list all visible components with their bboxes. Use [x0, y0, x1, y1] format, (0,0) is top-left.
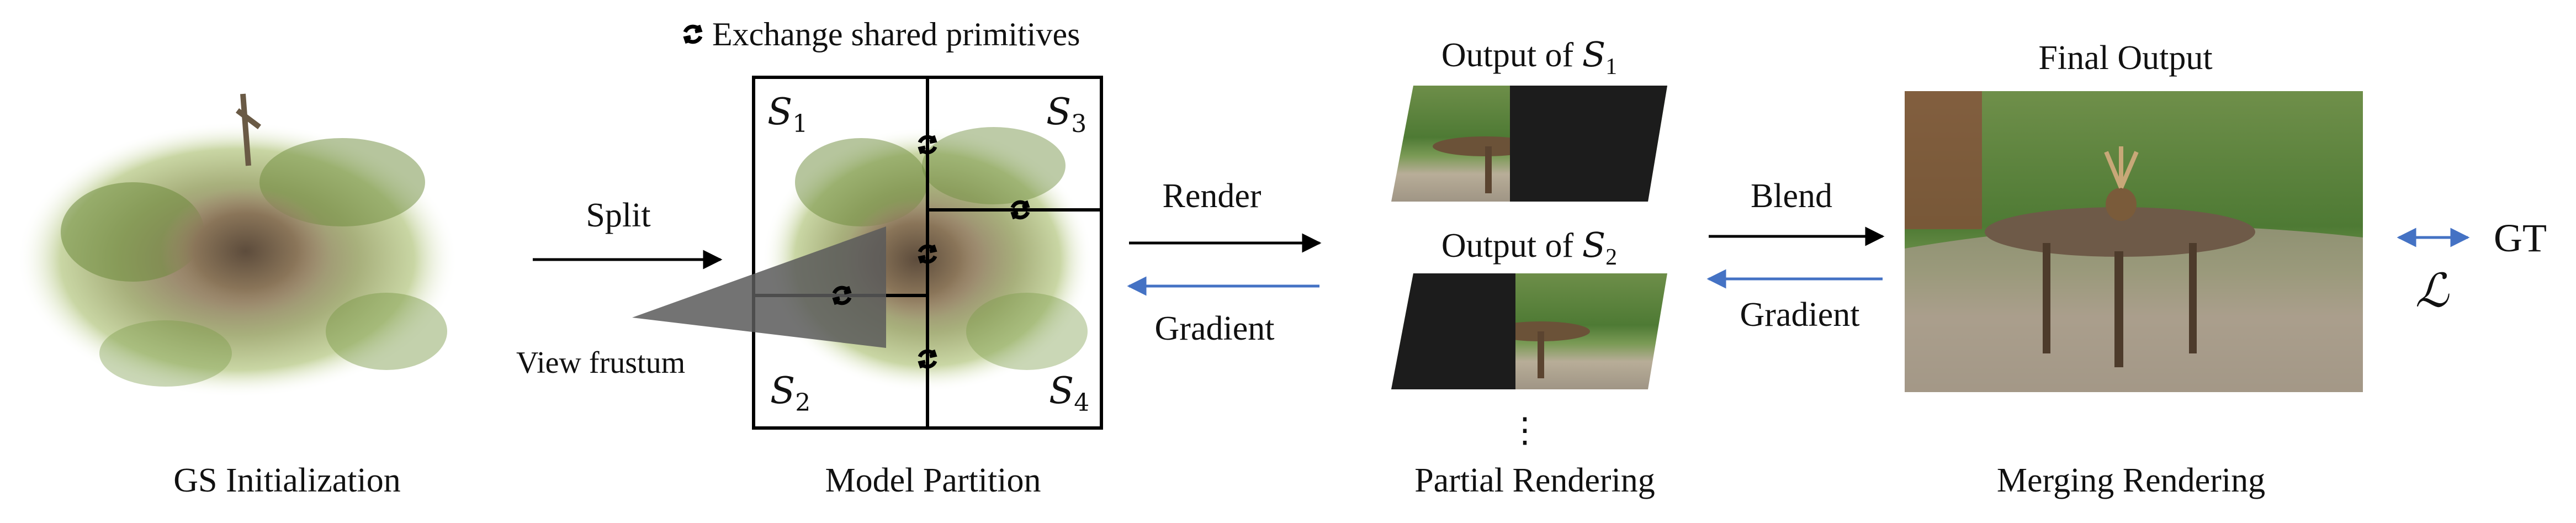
- sync-icon: [1010, 200, 1030, 220]
- blend-label: Blend: [1751, 177, 1832, 215]
- output-s2-image: [1391, 273, 1667, 389]
- sync-icon: [918, 349, 937, 369]
- output-s2-label: Output of S2: [1441, 225, 1617, 270]
- gs-initialization-label: GS Initialization: [173, 462, 401, 499]
- output-s1-image: [1391, 86, 1667, 202]
- gradient-label-1: Gradient: [1155, 310, 1275, 347]
- exchange-primitives-label: Exchange shared primitives: [712, 16, 1080, 52]
- sync-icon: [683, 24, 703, 44]
- region-s2-label: S2: [770, 369, 810, 417]
- region-s1-label: S1: [767, 91, 808, 138]
- final-output-title: Final Output: [2038, 39, 2212, 77]
- gradient-label-2: Gradient: [1740, 296, 1860, 334]
- sync-icon: [918, 244, 937, 264]
- partial-rendering-label: Partial Rendering: [1414, 462, 1655, 499]
- sync-icon: [918, 135, 937, 155]
- split-label: Split: [586, 197, 650, 234]
- sync-icon: [832, 286, 852, 305]
- gt-label: GT: [2494, 216, 2547, 260]
- final-output-image: [1905, 91, 2363, 392]
- view-frustum: [632, 226, 886, 348]
- view-frustum-label: View frustum: [516, 346, 685, 380]
- model-partition-label: Model Partition: [825, 462, 1041, 499]
- region-s4-label: S4: [1049, 369, 1089, 417]
- merging-rendering-label: Merging Rendering: [1997, 462, 2265, 499]
- region-s3-label: S3: [1046, 91, 1086, 138]
- render-label: Render: [1162, 177, 1261, 215]
- more-outputs-ellipsis: ⋮: [1508, 412, 1542, 450]
- gs-point-cloud: [17, 93, 458, 398]
- output-s1-label: Output of S1: [1441, 34, 1617, 80]
- loss-symbol: ℒ: [2415, 263, 2450, 318]
